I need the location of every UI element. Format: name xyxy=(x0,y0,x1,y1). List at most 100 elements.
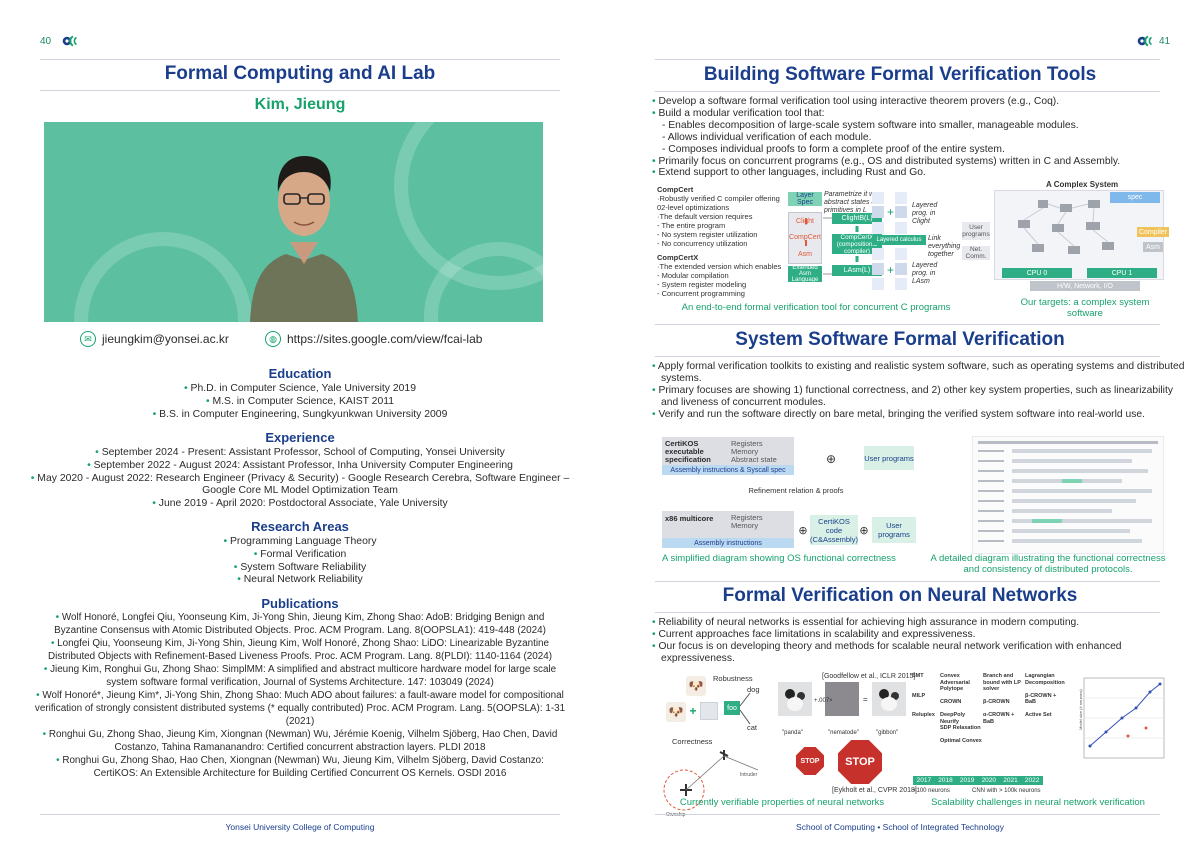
foo-box: foo xyxy=(724,701,740,715)
footer-right: School of Computing • School of Integrat… xyxy=(796,822,1004,832)
layered-clight-note: Layered prog. in Clight xyxy=(912,202,938,225)
tool-column-4: Lagrangian Decomposition β-CROWN + BaB A… xyxy=(1025,673,1065,718)
eykholt-citation: [Eykholt et al., CVPR 2018] xyxy=(832,787,917,794)
dog-photo: 🐶 xyxy=(686,676,706,696)
lt100-label: <100 neurons xyxy=(913,788,950,794)
compcert-description: CompCert ·Robustly verified C compiler o… xyxy=(657,185,780,248)
s3-caption-right: Scalability challenges in neural network… xyxy=(931,797,1145,808)
experience-list: September 2024 - Present: Assistant Prof… xyxy=(30,447,570,511)
svg-text:Intruder: Intruder xyxy=(740,772,758,778)
list-item: Jieung Kim, Ronghui Gu, Zhong Shao: Simp… xyxy=(34,663,566,689)
s3-rule-bottom xyxy=(655,612,1160,613)
svg-text:+: + xyxy=(887,205,894,219)
stop-sign-image: STOP xyxy=(796,747,824,775)
robustness-label: Robustness xyxy=(713,674,753,683)
compcertx-box: CompCertX (compositional compiler) xyxy=(832,234,882,255)
layered-lasm-note: Layered prog. in LAsm xyxy=(912,262,938,285)
s1-bullets: Develop a software formal verification t… xyxy=(652,96,1192,179)
bullet-item: Reliability of neural networks is essent… xyxy=(652,617,1192,629)
s3-caption-left: Currently verifiable properties of neura… xyxy=(679,797,885,808)
list-item: Formal Verification xyxy=(30,549,570,562)
list-item: Ronghui Gu, Zhong Shao, Jieung Kim, Xion… xyxy=(34,728,566,754)
s2-caption-left: A simplified diagram showing OS function… xyxy=(662,553,896,564)
yonsei-logo-icon xyxy=(1137,35,1152,47)
s3-bullets: Reliability of neural networks is essent… xyxy=(652,617,1192,665)
dog-label: dog xyxy=(747,685,760,694)
professor-name: Kim, Jieung xyxy=(254,96,346,113)
oplus-icon: ⊕ xyxy=(825,452,837,466)
panda-label: "panda" xyxy=(782,730,803,736)
s1-caption-right: Our targets: a complex system software xyxy=(1020,297,1150,319)
s1-title: Building Software Formal Verification To… xyxy=(703,64,1097,85)
email-link[interactable]: jieungkim@yonsei.ac.kr xyxy=(102,332,229,346)
list-item: M.S. in Computer Science, KAIST 2011 xyxy=(30,396,570,409)
right-page: 41 Building Software Formal Verification… xyxy=(600,0,1200,848)
s3-rule-top xyxy=(655,581,1160,582)
footer-left: Yonsei University College of Computing xyxy=(225,822,375,832)
refinement-label: Refinement relation & proofs xyxy=(666,486,926,495)
bullet-item: Enables decomposition of large-scale sys… xyxy=(652,120,1192,132)
bullet-item: Apply formal verification toolkits to ex… xyxy=(652,361,1192,385)
complex-system-title: A Complex System xyxy=(1046,180,1119,189)
correctness-label: Correctness xyxy=(672,737,713,746)
bullet-item: Current approaches face limitations in s… xyxy=(652,629,1192,641)
globe-icon: ◍ xyxy=(265,331,281,347)
tool-column-3: Branch and bound with LP solver β-CROWN … xyxy=(983,673,1021,725)
research-list: Programming Language Theory Formal Verif… xyxy=(30,536,570,587)
asm-box: Asm xyxy=(1143,242,1163,252)
page-number-left: 40 xyxy=(40,36,52,47)
cpu1-box: CPU 1 xyxy=(1087,268,1157,278)
bullet-item: Extend support to other languages, inclu… xyxy=(652,167,1192,179)
tool-column-1: SMT MILP Reluplex xyxy=(912,673,935,718)
person-portrait xyxy=(250,156,358,322)
spec-box: spec xyxy=(1110,192,1160,203)
link-note: Link everything together xyxy=(928,235,961,258)
list-item: September 2024 - Present: Assistant Prof… xyxy=(30,447,570,460)
user-programs-box: User programs xyxy=(962,222,990,240)
bullet-item: Primary focuses are showing 1) functiona… xyxy=(652,385,1192,409)
noise-box xyxy=(700,702,718,720)
svg-text:Model size (# neurons): Model size (# neurons) xyxy=(1078,689,1083,730)
bullet-item: Allows individual verification of each m… xyxy=(652,132,1192,144)
tool-column-2: Convex Adversarial Polytope CROWN DeepPo… xyxy=(940,673,982,744)
list-item: Wolf Honoré, Longfei Qiu, Yoonseung Kim,… xyxy=(34,611,566,637)
list-item: Programming Language Theory xyxy=(30,536,570,549)
panda-adversarial-example: +.007× = xyxy=(778,682,906,716)
left-page: 40 Formal Computing and AI Lab Kim, Jieu… xyxy=(0,0,600,848)
classifier-arrows xyxy=(739,692,751,725)
gibbon-label: "gibbon" xyxy=(876,730,899,736)
s2-rule-bottom xyxy=(655,356,1160,357)
website-link[interactable]: https://sites.google.com/view/fcai-lab xyxy=(287,332,483,346)
nematode-label: "nematode" xyxy=(828,730,859,736)
bullet-item: Composes individual proofs to form a com… xyxy=(652,144,1192,156)
list-item: Longfei Qiu, Yoonseung Kim, Ji-Yong Shin… xyxy=(34,637,566,663)
s1-rule-top xyxy=(655,59,1160,60)
yonsei-logo-icon xyxy=(62,35,77,47)
user-programs-top-box: User programs xyxy=(864,446,914,470)
list-item: Ph.D. in Computer Science, Yale Universi… xyxy=(30,383,570,396)
asm-instructions-box: Assembly instructions xyxy=(662,538,794,548)
research-heading: Research Areas xyxy=(251,519,349,534)
param-note: Parametrize it w. abstract states & prim… xyxy=(824,191,877,214)
publications-heading: Publications xyxy=(261,596,339,611)
list-item: Wolf Honoré*, Jieung Kim*, Ji-Yong Shin,… xyxy=(34,689,566,728)
list-item: Neural Network Reliability xyxy=(30,574,570,587)
profile-photo xyxy=(44,122,543,322)
bullet-item: Our focus is on developing theory and me… xyxy=(652,641,1192,665)
asm-syscall-box: Assembly instructions & Syscall spec xyxy=(662,465,794,475)
cpu0-box: CPU 0 xyxy=(1002,268,1072,278)
svg-text:+: + xyxy=(887,263,894,277)
title-rule-top xyxy=(40,59,560,60)
years-timeline: 2017 2018 2019 2020 2021 2022 xyxy=(913,776,1043,785)
s1-rule-bottom xyxy=(655,91,1160,92)
list-item: B.S. in Computer Engineering, Sungkyunkw… xyxy=(30,409,570,422)
plus-icon: + xyxy=(689,704,697,718)
dog-photo-perturbed: 🐶 xyxy=(666,702,686,722)
s3-title: Formal Verification on Neural Networks xyxy=(722,585,1078,606)
hw-box: H/W, Network, I/O xyxy=(1030,281,1140,291)
svg-text:Ownship: Ownship xyxy=(666,812,686,818)
s2-title: System Software Formal Verification xyxy=(735,329,1065,350)
s2-bullets: Apply formal verification toolkits to ex… xyxy=(652,361,1192,421)
s2-caption-right: A detailed diagram illustrating the func… xyxy=(930,553,1166,575)
bullet-item: Develop a software formal verification t… xyxy=(652,96,1192,108)
